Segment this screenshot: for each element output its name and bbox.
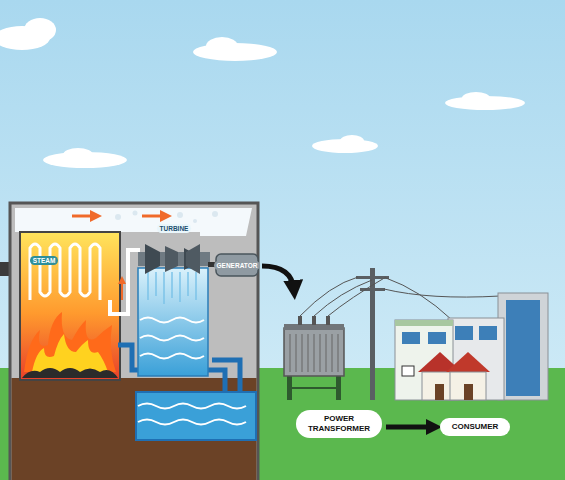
flow-arrow [72, 215, 96, 218]
flow-arrow [121, 280, 123, 300]
water-reservoir [136, 392, 256, 440]
steam-puffs [115, 211, 218, 224]
boiler-coil [30, 244, 100, 300]
water-waves [140, 318, 204, 359]
pool-waves [138, 404, 246, 425]
spray [148, 272, 196, 304]
label-pill: POWER TRANSFORMER [296, 410, 382, 437]
condenser [138, 268, 208, 376]
label-pill: CONSUMER [440, 418, 510, 436]
buildings [395, 293, 548, 400]
water-pipe [212, 360, 240, 395]
transformer-fins [290, 334, 338, 372]
steam-label: STEAM [30, 256, 59, 265]
turbine [138, 244, 218, 274]
utility-pole [356, 268, 389, 400]
plant-floor [12, 378, 257, 480]
power-lines [300, 277, 500, 320]
turbine-label: TURBINE [157, 224, 192, 233]
node-text: POWER TRANSFORMER [306, 414, 372, 433]
flow-arrow [386, 425, 434, 430]
flames [22, 312, 118, 378]
flow-arrow [142, 215, 166, 218]
plant-building [10, 203, 258, 480]
node-text: CONSUMER [450, 422, 500, 432]
power-out-arrow [262, 266, 294, 290]
boiler [20, 232, 120, 380]
generator-label: GENERATOR [214, 261, 261, 270]
clouds [0, 18, 525, 168]
transformer [284, 316, 344, 400]
steam-pipe [110, 250, 140, 314]
